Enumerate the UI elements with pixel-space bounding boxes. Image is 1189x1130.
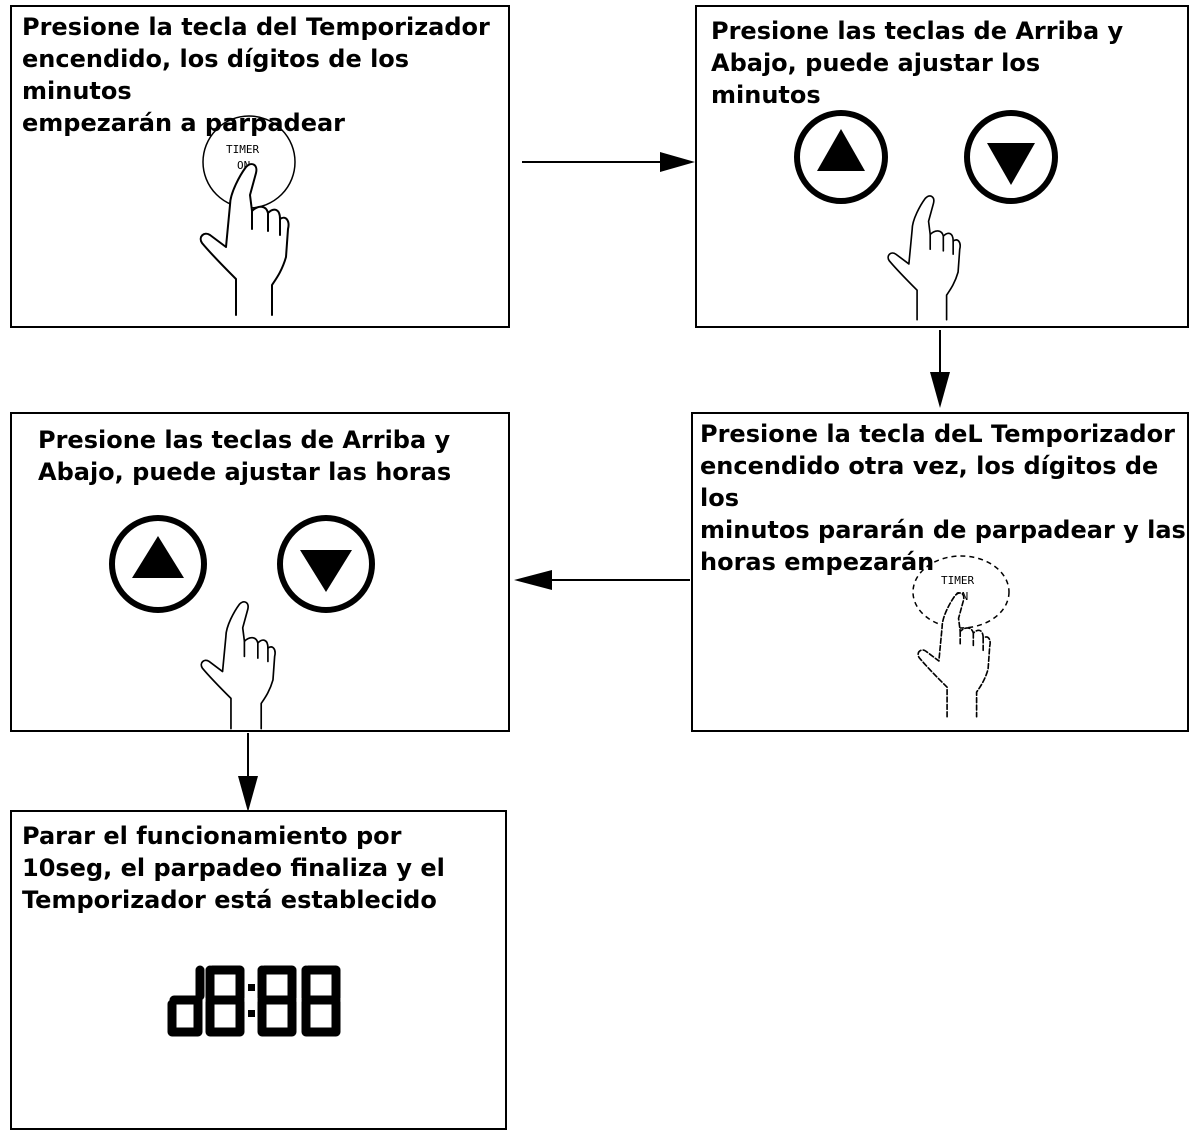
display-colon <box>248 984 255 1017</box>
pointing-hand-icon <box>917 592 991 718</box>
step-4-text: Presione las teclas de Arriba y Abajo, p… <box>38 426 452 486</box>
step-4-box: Presione las teclas de Arriba y Abajo, p… <box>10 412 510 732</box>
step-3-box: Presione la tecla deL Temporizador encen… <box>691 412 1189 732</box>
timer-press-illustration: TIMER ON <box>199 115 296 316</box>
step-1-text: Presione la tecla del Temporizador encen… <box>22 13 490 137</box>
pointing-hand-icon <box>887 195 961 321</box>
step-2-box: Presione las teclas de Arriba y Abajo, p… <box>695 5 1189 328</box>
up-arrow-button-icon <box>109 515 207 613</box>
timer-button-icon: TIMER ON <box>202 115 296 209</box>
pointing-hand-icon <box>200 601 276 730</box>
step-5-box: Parar el funcionamiento por 10seg, el pa… <box>10 810 507 1130</box>
arrow-step3-to-step4 <box>514 570 690 590</box>
pointing-hand-icon <box>199 163 290 316</box>
timer-button-icon: TIMER ON <box>912 555 1010 629</box>
step-3-text: Presione la tecla deL Temporizador encen… <box>700 420 1186 576</box>
down-arrow-button-icon <box>964 110 1058 204</box>
svg-text:TIMER: TIMER <box>941 574 974 587</box>
up-arrow-button-icon <box>794 110 888 204</box>
up-down-keys-hours-illustration <box>109 515 375 730</box>
svg-text:TIMER: TIMER <box>226 143 259 156</box>
down-arrow-button-icon <box>277 515 375 613</box>
step-2-text: Presione las teclas de Arriba y Abajo, p… <box>711 17 1124 109</box>
arrow-step4-to-step5 <box>238 733 258 812</box>
timer-press-again-illustration: TIMER ON <box>912 555 1010 718</box>
seven-segment-display-icon <box>167 965 341 1037</box>
up-down-keys-illustration <box>794 110 1058 321</box>
arrow-step1-to-step2 <box>522 152 695 172</box>
arrow-step2-to-step3 <box>930 330 950 408</box>
step-1-box: Presione la tecla del Temporizador encen… <box>10 5 510 328</box>
step-5-text: Parar el funcionamiento por 10seg, el pa… <box>22 822 445 914</box>
